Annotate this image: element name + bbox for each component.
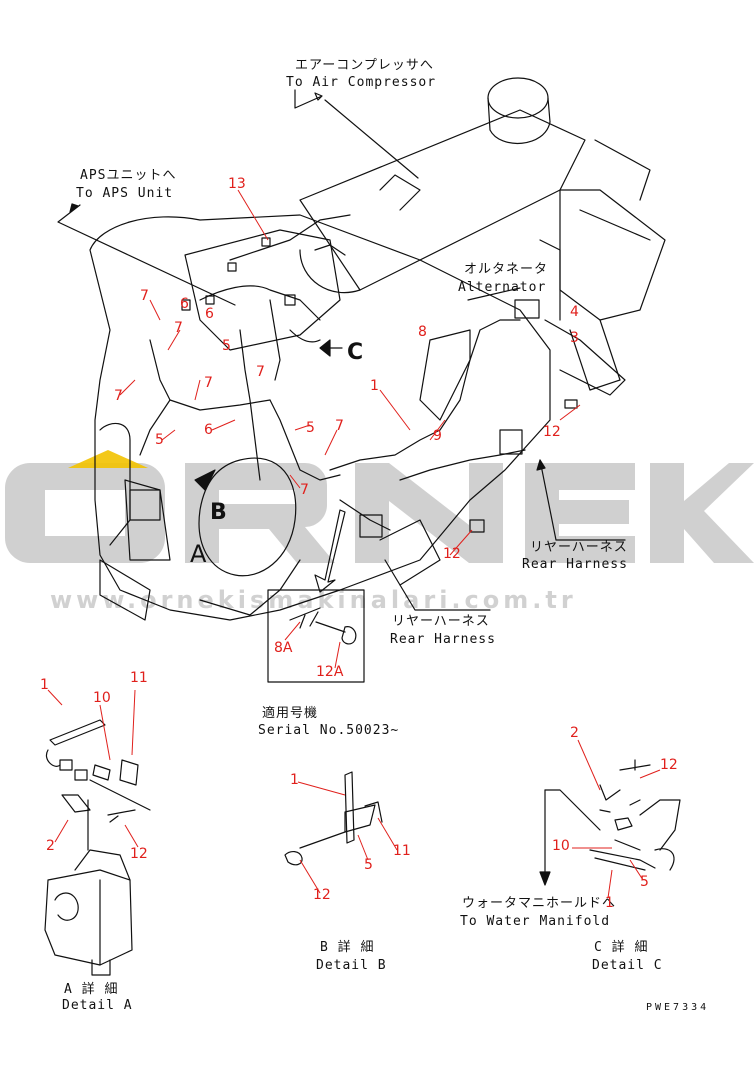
callout-leaders [47, 189, 661, 899]
callout-6: 6 [205, 306, 214, 322]
callout-6: 6 [180, 296, 189, 312]
detail-a-title-en: Detail A [62, 998, 133, 1013]
detail-c-callout-12: 12 [660, 757, 678, 773]
callout-7: 7 [114, 388, 123, 404]
detail-c-title-jp: C 詳 細 [594, 940, 649, 955]
detail-a-callout-1: 1 [40, 677, 49, 693]
callout-12a: 12A [316, 664, 344, 680]
callout-7: 7 [256, 364, 265, 380]
rear-harness-label-jp-2: リヤーハーネス [392, 614, 490, 629]
detail-a-drawing [44, 719, 151, 976]
alternator-label-en: Alternator [458, 280, 547, 295]
detail-a-title-jp: A 詳 細 [64, 982, 119, 997]
callout-7: 7 [140, 288, 149, 304]
callout-4: 4 [570, 304, 579, 320]
view-label-a: A [190, 540, 207, 568]
serial-detail-box [267, 589, 365, 683]
detail-b-drawing [284, 771, 383, 866]
callout-13: 13 [228, 176, 246, 192]
callout-8: 8 [418, 324, 427, 340]
view-label-b: B [210, 500, 227, 525]
detail-c-callout-2: 2 [570, 725, 579, 741]
detail-a-callout-12: 12 [130, 846, 148, 862]
detail-c-title-en: Detail C [592, 958, 663, 973]
callout-12: 12 [543, 424, 561, 440]
serial-label-en: Serial No.50023~ [258, 723, 400, 738]
air-compressor-label-en: To Air Compressor [286, 75, 437, 90]
water-manifold-label-en: To Water Manifold [460, 914, 611, 929]
leader-air-compressor [294, 89, 323, 109]
detail-b-title-jp: B 詳 細 [320, 940, 375, 955]
callout-7: 7 [204, 375, 213, 391]
view-arrow-c [319, 339, 343, 357]
detail-b-callout-5: 5 [364, 857, 373, 873]
callout-7: 7 [174, 320, 183, 336]
watermark-logo [5, 450, 754, 563]
detail-a-callout-10: 10 [93, 690, 111, 706]
rear-harness-label-jp-1: リヤーハーネス [530, 540, 628, 555]
detail-c-callout-5: 5 [640, 874, 649, 890]
detail-c-callout-1: 1 [605, 895, 614, 911]
serial-label-jp: 適用号機 [262, 706, 319, 721]
callout-3: 3 [570, 330, 579, 346]
air-compressor-label-jp: エアーコンプレッサへ [295, 58, 434, 73]
clamps [129, 237, 578, 538]
detail-a-callout-11: 11 [130, 670, 148, 686]
callout-8a: 8A [274, 640, 293, 656]
callout-7: 7 [335, 418, 344, 434]
callout-7: 7 [300, 482, 309, 498]
callout-5: 5 [306, 420, 315, 436]
rear-harness-label-en-2: Rear Harness [390, 632, 496, 647]
engine-block [89, 214, 551, 621]
intake-pipe [299, 77, 586, 294]
rear-harness-label-en-1: Rear Harness [522, 557, 628, 572]
callout-9: 9 [433, 428, 442, 444]
aps-label-en: To APS Unit [76, 186, 174, 201]
detail-c-callout-10: 10 [552, 838, 570, 854]
view-arrow-b [194, 469, 216, 491]
wiring-harness [139, 214, 526, 531]
detail-c-drawing [589, 759, 681, 871]
fan [539, 139, 666, 396]
water-manifold-label-jp: ウォータマニホールドへ [462, 896, 617, 911]
detail-b-title-en: Detail B [316, 958, 387, 973]
detail-b-callout-11: 11 [393, 843, 411, 859]
callout-5: 5 [222, 338, 231, 354]
view-label-c: C [347, 340, 364, 365]
aps-label-jp: APSユニットへ [80, 168, 177, 183]
detail-b-callout-1: 1 [290, 772, 299, 788]
callout-5: 5 [155, 432, 164, 448]
callout-12: 12 [443, 546, 461, 562]
callout-1: 1 [370, 378, 379, 394]
callout-6: 6 [204, 422, 213, 438]
detail-b-callout-12: 12 [313, 887, 331, 903]
detail-a-callout-2: 2 [46, 838, 55, 854]
drawing-code: PWE7334 [646, 1002, 710, 1013]
watermark-accent [68, 450, 148, 468]
alternator-label-jp: オルタネータ [464, 262, 549, 277]
